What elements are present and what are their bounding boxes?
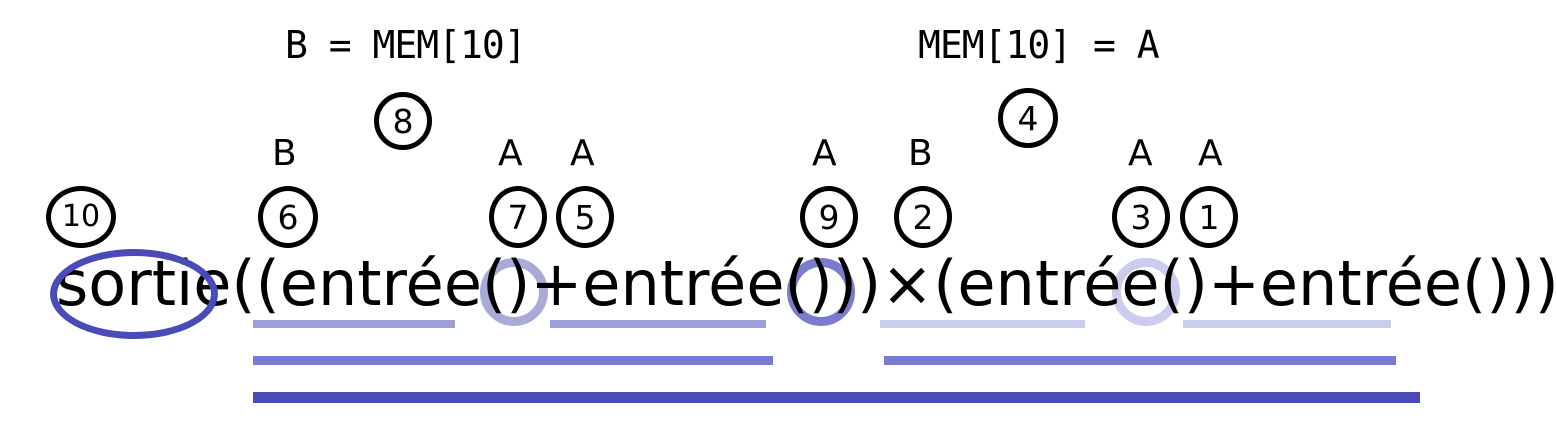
expression-text: sortie((entrée()+entrée()))×(entrée()+en…: [56, 253, 1556, 315]
step-circle-9[interactable]: 9: [800, 186, 858, 248]
scope-bar-sum-left: [253, 356, 773, 365]
expr-operator-plus-right: +: [1207, 247, 1260, 320]
expr-close-parens-1: )): [832, 247, 882, 320]
scope-bar-product: [253, 392, 1420, 403]
expr-operator-multiply: ×: [881, 247, 934, 320]
step-circle-9-label: 9: [818, 197, 840, 237]
register-label-b-right: B: [908, 133, 933, 174]
step-circle-5-label: 5: [574, 197, 596, 237]
step-circle-3-label: 3: [1130, 197, 1152, 237]
step-circle-6-label: 6: [277, 197, 299, 237]
expr-entree-4: entrée(): [1259, 247, 1511, 320]
step-circle-4[interactable]: 4: [998, 88, 1058, 148]
step-circle-1[interactable]: 1: [1180, 186, 1238, 248]
expr-operator-plus-left: +: [530, 247, 583, 320]
scope-bar-sum-right: [884, 356, 1396, 365]
step-circle-8[interactable]: 8: [374, 92, 432, 150]
scope-bar-entree-1: [253, 320, 455, 328]
expr-entree-1: entrée(): [279, 247, 531, 320]
operator-ring-multiply[interactable]: [787, 258, 855, 326]
step-circle-5[interactable]: 5: [556, 186, 614, 248]
step-circle-8-label: 8: [392, 101, 414, 141]
scope-bar-entree-3: [880, 320, 1085, 328]
register-label-a-right-2: A: [1128, 133, 1153, 174]
expr-open-parens-1: ((: [231, 247, 280, 320]
register-label-a-left-1: A: [498, 133, 523, 174]
memory-load-note: B = MEM[10]: [285, 23, 527, 67]
step-circle-7-label: 7: [507, 197, 529, 237]
expr-close-parens-2: ))): [1510, 247, 1556, 320]
scope-bar-entree-2: [550, 320, 766, 328]
expr-entree-3: entrée(): [957, 247, 1208, 320]
operator-ring-plus-right[interactable]: [1112, 258, 1180, 326]
register-label-a-left-2: A: [570, 133, 595, 174]
step-circle-2[interactable]: 2: [894, 186, 952, 248]
step-circle-10-label: 10: [61, 199, 101, 234]
operator-ring-plus-left[interactable]: [480, 258, 548, 326]
memory-store-note: MEM[10] = A: [918, 23, 1160, 67]
register-label-b-left: B: [272, 133, 297, 174]
expr-entree-2: entrée(): [582, 247, 833, 320]
register-label-a-right-3: A: [1198, 133, 1223, 174]
expr-open-parens-2: (: [933, 247, 958, 320]
register-label-a-right-1: A: [812, 133, 837, 174]
sortie-highlight-ellipse[interactable]: [50, 249, 218, 339]
scope-bar-entree-4: [1183, 320, 1391, 328]
step-circle-7[interactable]: 7: [489, 186, 547, 248]
step-circle-4-label: 4: [1017, 98, 1039, 138]
step-circle-3[interactable]: 3: [1112, 186, 1170, 248]
step-circle-6[interactable]: 6: [258, 186, 318, 248]
step-circle-10[interactable]: 10: [46, 186, 116, 248]
step-circle-2-label: 2: [912, 197, 934, 237]
step-circle-1-label: 1: [1198, 197, 1220, 237]
